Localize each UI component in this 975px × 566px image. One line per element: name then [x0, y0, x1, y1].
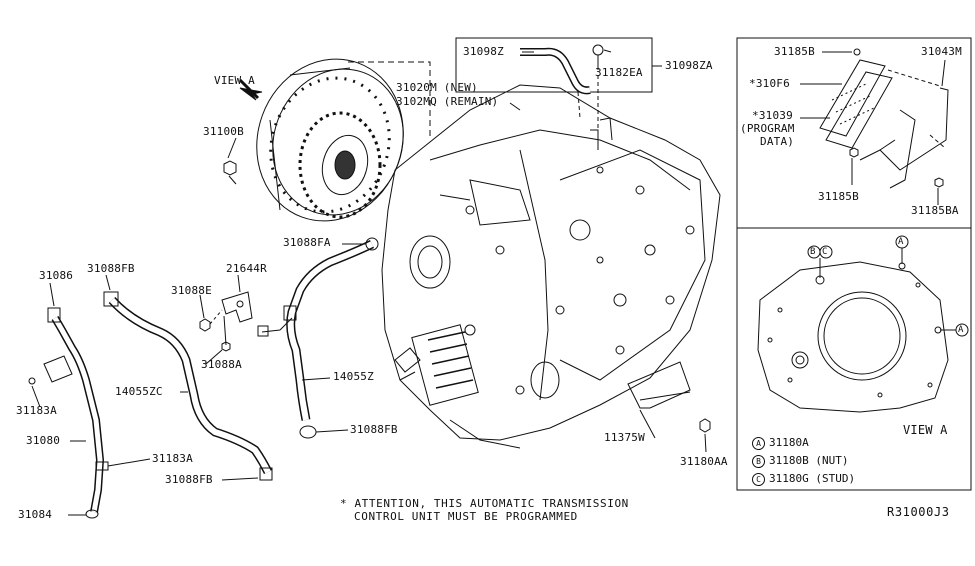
- label-31084: 31084: [18, 508, 53, 521]
- label-31020m-new: 31020M (NEW): [396, 81, 478, 94]
- bracket-11375w: [627, 361, 691, 409]
- legend-mark-a: A: [752, 436, 765, 450]
- legend-mark-c: C: [752, 472, 765, 486]
- torque-converter: [256, 58, 404, 222]
- label-program: (PROGRAM: [740, 122, 795, 135]
- leader-lines: [31, 49, 946, 516]
- label-31088fa: 31088FA: [283, 236, 331, 249]
- label-310f6: *310F6: [749, 77, 790, 90]
- callout-a-right: A: [958, 325, 964, 335]
- legend-row-c: C 31180G (STUD): [752, 472, 855, 486]
- clamp-31088fb-top-icon: [103, 291, 119, 307]
- oil-pipe-31098z-inner: [520, 49, 591, 93]
- label-31088fb-top: 31088FB: [87, 262, 135, 275]
- diagram-code: R31000J3: [887, 505, 950, 519]
- label-31185b-bottom: 31185B: [818, 190, 859, 203]
- label-31086: 31086: [39, 269, 74, 282]
- label-31185ba: 31185BA: [911, 204, 959, 217]
- attention-line-2: CONTROL UNIT MUST BE PROGRAMMED: [354, 510, 578, 523]
- label-view-a-detail: VIEW A: [903, 423, 948, 437]
- bolt-31100b-icon: [223, 160, 237, 176]
- bolt-31183a-left-icon: [28, 377, 36, 385]
- tcm-assembly: [819, 48, 949, 189]
- label-31098za: 31098ZA: [665, 59, 713, 72]
- callout-a-top: A: [898, 237, 904, 247]
- label-31182ea: 31182EA: [595, 66, 643, 79]
- label-31080: 31080: [26, 434, 61, 447]
- label-31088fb-mid: 31088FB: [350, 423, 398, 436]
- label-31043m: 31043M: [921, 45, 962, 58]
- clamp-31088fb-mid-icon: [299, 425, 317, 439]
- label-31185b-top: 31185B: [774, 45, 815, 58]
- label-31180aa: 31180AA: [680, 455, 728, 468]
- label-31183a-left: 31183A: [16, 404, 57, 417]
- label-14055zc: 14055ZC: [115, 385, 163, 398]
- dipstick-31086-icon: [47, 307, 61, 323]
- legend-row-b: B 31180B (NUT): [752, 454, 848, 468]
- leader-31020m: [348, 61, 431, 140]
- clamp-31182ea-icon: [592, 44, 604, 56]
- legend-text-c: 31180G (STUD): [769, 472, 856, 485]
- label-31088a: 31088A: [201, 358, 242, 371]
- label-data: DATA): [760, 135, 795, 148]
- hose-14055z-inner: [287, 241, 374, 421]
- clamp-31088fb-bottom-icon: [259, 467, 273, 481]
- legend-text-b: 31180B (NUT): [769, 454, 849, 467]
- bolt-31180aa-icon: [699, 418, 711, 433]
- label-view-a-main: VIEW A: [214, 74, 255, 87]
- bracket-31183a-left: [43, 355, 73, 383]
- label-31100b: 31100B: [203, 125, 244, 138]
- bolt-31088e-icon: [199, 318, 211, 332]
- attention-line-1: * ATTENTION, THIS AUTOMATIC TRANSMISSION: [340, 497, 629, 510]
- legend-mark-b: B: [752, 454, 765, 468]
- hose-14055zc-inner: [109, 297, 271, 474]
- view-a-arrow-shaft: [238, 78, 260, 100]
- legend-text-a: 31180A: [769, 436, 809, 449]
- callout-b: B: [810, 247, 816, 257]
- label-31183a-right: 31183A: [152, 452, 193, 465]
- label-14055z: 14055Z: [333, 370, 374, 383]
- view-a-detail-box: [736, 227, 972, 491]
- bolt-31088a-icon: [221, 341, 231, 352]
- oil-pipe-detail-box: [455, 37, 653, 93]
- legend-row-a: A 31180A: [752, 436, 809, 450]
- callout-c-circle: [819, 245, 833, 259]
- label-31088fb-bottom: 31088FB: [165, 473, 213, 486]
- label-31039: *31039: [752, 109, 793, 122]
- bracket-21644r: [221, 291, 253, 323]
- dipstick-tube-31080-inner: [52, 316, 103, 513]
- o-ring-31084-icon: [85, 509, 99, 519]
- bellhousing-view-a: [757, 261, 949, 413]
- label-3102mq-remain: 3102MQ (REMAIN): [396, 95, 499, 108]
- label-31088e: 31088E: [171, 284, 212, 297]
- label-11375w: 11375W: [604, 431, 645, 444]
- label-31098z: 31098Z: [463, 45, 504, 58]
- callout-c: C: [822, 247, 828, 257]
- transmission-case: [381, 84, 721, 449]
- label-21644r: 21644R: [226, 262, 267, 275]
